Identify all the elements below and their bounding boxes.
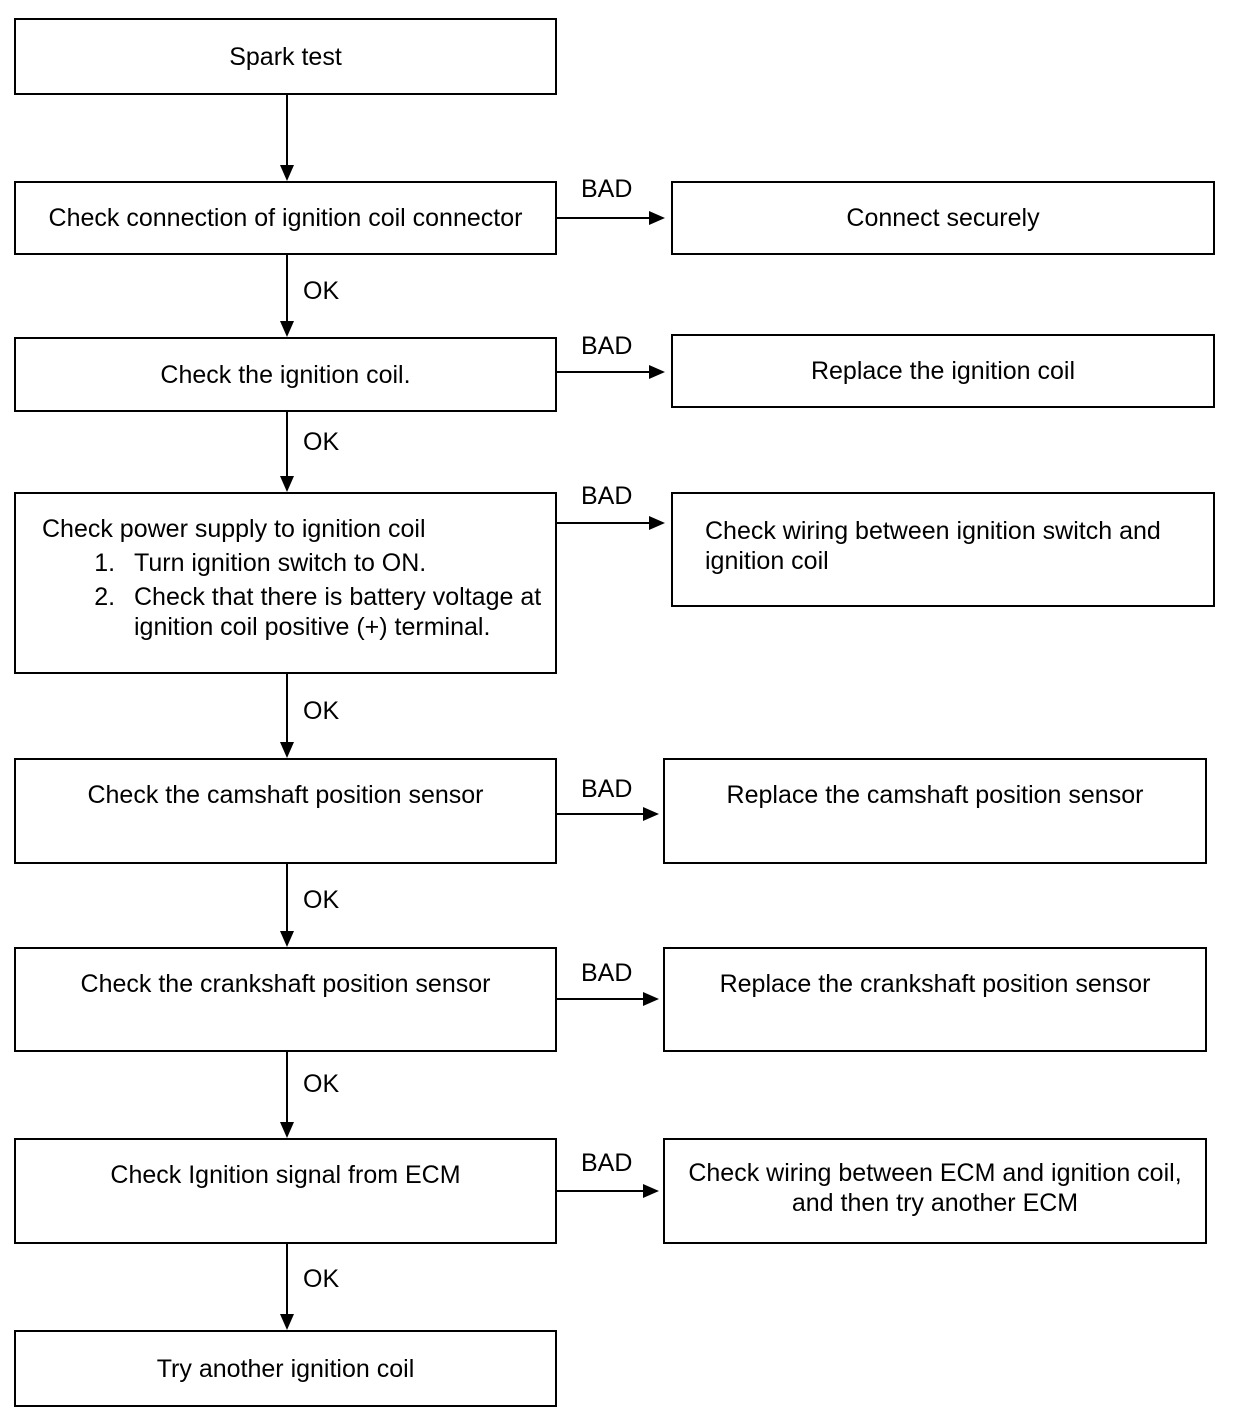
step-try-another-coil-text: Try another ignition coil (156, 1354, 415, 1383)
arrowhead-right-icon (649, 211, 665, 225)
arrowhead-right-icon (649, 516, 665, 530)
bad-label: BAD (581, 482, 633, 510)
ok-label: OK (303, 886, 340, 914)
connector-line (286, 255, 288, 323)
step-check-power-title: Check power supply to ignition coil (42, 515, 426, 543)
arrowhead-down-icon (280, 742, 294, 758)
connector-line (286, 1052, 288, 1124)
ok-label: OK (303, 277, 340, 305)
arrowhead-down-icon (280, 476, 294, 492)
arrowhead-down-icon (280, 1122, 294, 1138)
connector-line (286, 1244, 288, 1316)
connector-line (557, 217, 651, 219)
remedy-replace-coil-text: Replace the ignition coil (810, 357, 1076, 385)
remedy-check-wiring-switch-text: Check wiring between ignition switch and… (705, 517, 1161, 575)
remedy-replace-coil: Replace the ignition coil (671, 334, 1215, 408)
arrowhead-down-icon (280, 165, 294, 181)
bad-label: BAD (581, 332, 633, 360)
step-check-crankshaft: Check the crankshaft position sensor (14, 947, 557, 1052)
connector-line (286, 674, 288, 744)
remedy-connect-securely-text: Connect securely (846, 204, 1040, 232)
step-check-ignition-signal-text: Check Ignition signal from ECM (110, 1161, 461, 1189)
connector-line (286, 864, 288, 933)
remedy-check-wiring-switch: Check wiring between ignition switch and… (671, 492, 1215, 607)
bad-label: BAD (581, 175, 633, 203)
arrowhead-right-icon (643, 807, 659, 821)
step-try-another-coil: Try another ignition coil (14, 1330, 557, 1407)
remedy-replace-camshaft-text: Replace the camshaft position sensor (726, 781, 1144, 809)
step-check-power-item: Turn ignition switch to ON. (122, 548, 555, 578)
arrowhead-right-icon (643, 1184, 659, 1198)
arrowhead-right-icon (643, 992, 659, 1006)
step-spark-test: Spark test (14, 18, 557, 95)
remedy-check-wiring-ecm-text: Check wiring between ECM and ignition co… (688, 1159, 1182, 1217)
step-check-coil: Check the ignition coil. (14, 337, 557, 412)
step-check-power-item: Check that there is battery voltage at i… (122, 582, 555, 642)
arrowhead-down-icon (280, 1314, 294, 1330)
remedy-replace-camshaft: Replace the camshaft position sensor (663, 758, 1207, 864)
ok-label: OK (303, 697, 340, 725)
step-check-camshaft-text: Check the camshaft position sensor (87, 781, 484, 809)
remedy-replace-crankshaft: Replace the crankshaft position sensor (663, 947, 1207, 1052)
ok-label: OK (303, 1265, 340, 1293)
step-check-power-supply: Check power supply to ignition coil Turn… (14, 492, 557, 674)
connector-line (557, 1190, 645, 1192)
step-check-camshaft: Check the camshaft position sensor (14, 758, 557, 864)
connector-line (286, 95, 288, 167)
step-check-coil-text: Check the ignition coil. (160, 360, 411, 389)
arrowhead-right-icon (649, 365, 665, 379)
arrowhead-down-icon (280, 931, 294, 947)
connector-line (557, 998, 645, 1000)
remedy-replace-crankshaft-text: Replace the crankshaft position sensor (719, 970, 1151, 998)
connector-line (286, 412, 288, 478)
ok-label: OK (303, 428, 340, 456)
step-check-power-list: Turn ignition switch to ON. Check that t… (42, 548, 555, 642)
step-check-crankshaft-text: Check the crankshaft position sensor (80, 970, 491, 998)
step-check-connection-text: Check connection of ignition coil connec… (48, 204, 523, 232)
connector-line (557, 371, 651, 373)
remedy-connect-securely: Connect securely (671, 181, 1215, 255)
bad-label: BAD (581, 959, 633, 987)
connector-line (557, 522, 651, 524)
ok-label: OK (303, 1070, 340, 1098)
step-spark-test-text: Spark test (229, 42, 342, 71)
bad-label: BAD (581, 775, 633, 803)
remedy-check-wiring-ecm: Check wiring between ECM and ignition co… (663, 1138, 1207, 1244)
step-check-connection: Check connection of ignition coil connec… (14, 181, 557, 255)
bad-label: BAD (581, 1149, 633, 1177)
connector-line (557, 813, 645, 815)
step-check-ignition-signal: Check Ignition signal from ECM (14, 1138, 557, 1244)
arrowhead-down-icon (280, 321, 294, 337)
